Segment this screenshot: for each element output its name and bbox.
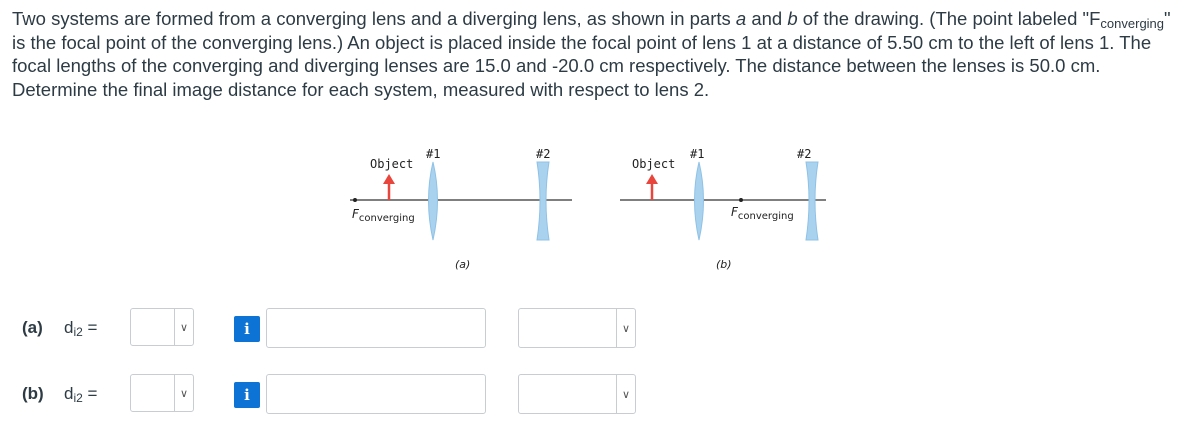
answer-row-a: (a) di2 = ∨ i ∨ xyxy=(0,308,1188,348)
chevron-down-icon: ∨ xyxy=(616,309,635,347)
object-label-b: Object xyxy=(632,157,675,171)
unit-select-b[interactable]: ∨ xyxy=(518,374,636,414)
focal-point-a xyxy=(353,198,357,202)
part-label-a: (a) xyxy=(22,318,43,337)
problem-statement: Two systems are formed from a converging… xyxy=(12,8,1171,100)
object-arrow-a xyxy=(383,174,395,200)
sign-select-a[interactable]: ∨ xyxy=(130,308,194,346)
object-label-a: Object xyxy=(370,157,413,171)
focal-point-symbol: Fconverging xyxy=(1089,8,1165,31)
info-icon[interactable]: i xyxy=(234,316,260,342)
chevron-down-icon: ∨ xyxy=(174,309,193,345)
answer-row-b: (b) di2 = ∨ i ∨ xyxy=(0,374,1188,414)
caption-b: (b) xyxy=(716,258,732,271)
focal-label-b: Fconverging xyxy=(731,205,794,222)
diagram-b: Object #1 #2 Fconverging (b) xyxy=(620,147,826,271)
info-icon[interactable]: i xyxy=(234,382,260,408)
diverging-lens-b xyxy=(805,161,819,241)
part-label-b: (b) xyxy=(22,384,44,403)
converging-lens-b xyxy=(694,161,704,241)
value-input-a[interactable] xyxy=(266,308,486,348)
lens2-label-a: #2 xyxy=(536,147,550,161)
lens-diagram-svg: Object #1 #2 Fconverging (a) Object #1 #… xyxy=(350,147,826,271)
diagram-a: Object #1 #2 Fconverging (a) xyxy=(350,147,572,271)
lens1-label-b: #1 xyxy=(690,147,704,161)
chevron-down-icon: ∨ xyxy=(174,375,193,411)
focal-label-a: Fconverging xyxy=(352,207,415,224)
lens2-label-b: #2 xyxy=(797,147,811,161)
sign-select-b[interactable]: ∨ xyxy=(130,374,194,412)
lens-diagram: Object #1 #2 Fconverging (a) Object #1 #… xyxy=(0,140,1188,280)
caption-a: (a) xyxy=(455,258,470,271)
unit-select-a[interactable]: ∨ xyxy=(518,308,636,348)
value-input-b[interactable] xyxy=(266,374,486,414)
lens1-label-a: #1 xyxy=(426,147,440,161)
variable-label-a: di2 = xyxy=(64,318,98,339)
converging-lens-a xyxy=(428,161,438,241)
diverging-lens-a xyxy=(536,161,550,241)
variable-label-b: di2 = xyxy=(64,384,98,405)
chevron-down-icon: ∨ xyxy=(616,375,635,413)
object-arrow-b xyxy=(646,174,658,200)
focal-point-b xyxy=(739,198,743,202)
